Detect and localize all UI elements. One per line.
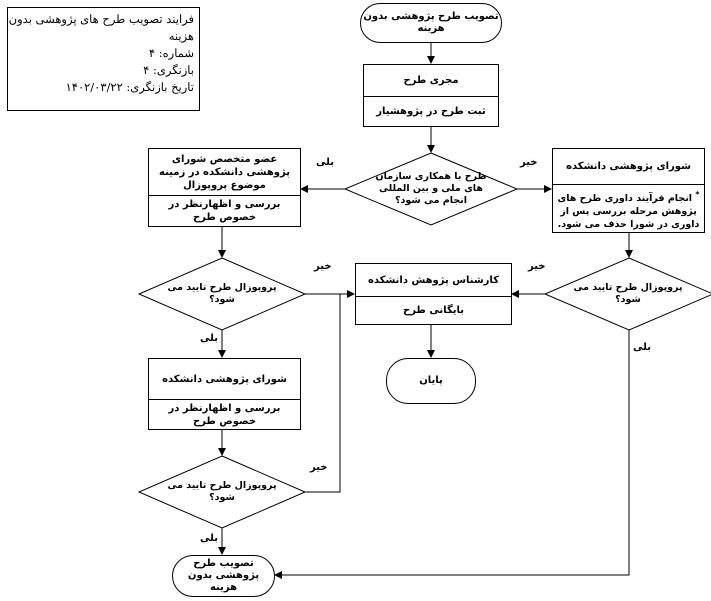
label-no-decision-left-2: خیر (310, 462, 328, 473)
faculty-member-body: بررسی و اظهارنظر در خصوص طرح (149, 195, 300, 226)
arrow-decision-right-to-approve (274, 330, 630, 579)
decision-diamond-cooperation (343, 152, 519, 226)
executor-box: مجری طرح ثبت طرح در پژوهشیار (363, 64, 499, 127)
research-council-left-body: بررسی و اظهارنظر در خصوص طرح (149, 399, 300, 429)
research-council-right-title: شورای پژوهشی دانشکده (566, 161, 691, 172)
label-no-decision-left-1: خیر (314, 261, 332, 272)
decision-cooperation-text: طرح با همکاری سازمان های ملی و بین الملل… (375, 171, 487, 206)
label-no-cooperation: خیر (520, 157, 538, 168)
label-no-decision-right: خیر (528, 261, 546, 272)
arrow-decision-left-2-to-junction (305, 294, 341, 493)
expert-body: بایگانی طرح (356, 296, 511, 324)
label-yes-decision-left-1: بلی (200, 333, 218, 344)
research-council-right-body: * انجام فرآیند داوری طرح های پژوهش مرحله… (553, 184, 704, 232)
research-council-right-body-text: * انجام فرآیند داوری طرح های پژوهش مرحله… (557, 188, 700, 231)
faculty-member-box: عضو متخصص شورای پژوهشی دانشکده در زمینه … (148, 148, 301, 227)
decision-right-text: پروپوزال طرح تایید می شود؟ (573, 282, 683, 305)
decision-left-1-text: پروپوزال طرح تایید می شود؟ (167, 282, 277, 305)
asterisk-mark: * (695, 190, 700, 199)
info-title-line-1: فرایند تصویب طرح های پژوهشی بدون (8, 12, 194, 26)
approve-terminal: تصویب طرح پژوهشی بدون هزینه (172, 555, 275, 597)
research-council-left-box: شورای پژوهشی دانشکده بررسی و اظهارنظر در… (148, 358, 301, 430)
research-council-right-body-content: انجام فرآیند داوری طرح های پژوهش مرحله ب… (557, 193, 700, 231)
executor-body: ثبت طرح در پژوهشیار (364, 96, 498, 126)
info-title-line-2: هزینه (168, 29, 194, 43)
decision-left-2-text: پروپوزال طرح تایید می شود؟ (167, 480, 277, 503)
executor-title: مجری طرح (403, 75, 459, 86)
faculty-member-title: عضو متخصص شورای پژوهشی دانشکده در زمینه … (159, 153, 290, 191)
process-info-box: فرایند تصویب طرح های پژوهشی بدون هزینه ش… (7, 7, 200, 111)
start-terminal: تصویب طرح پژوهشی بدون هزینه (360, 3, 502, 43)
end-terminal: پایان (386, 358, 476, 404)
research-council-right-box: شورای پژوهشی دانشکده * انجام فرآیند داور… (552, 148, 705, 233)
label-yes-decision-left-2: بلی (200, 533, 218, 544)
info-revision-date: تاریخ بازنگری: ۱۴۰۲/۰۳/۲۲ (65, 80, 194, 94)
expert-title: کارشناس پژوهش دانشکده (368, 274, 500, 286)
label-yes-cooperation: بلی (316, 157, 334, 168)
info-revision: بازنگری: ۴ (143, 63, 194, 77)
start-terminal-label: تصویب طرح پژوهشی بدون هزینه (363, 11, 499, 34)
research-council-left-title: شورای پژوهشی دانشکده (162, 373, 287, 385)
label-yes-decision-right: بلی (633, 342, 651, 353)
info-number: شماره: ۴ (148, 46, 194, 60)
end-terminal-label: پایان (419, 375, 443, 386)
approve-terminal-label: تصویب طرح پژوهشی بدون هزینه (187, 558, 260, 593)
expert-box: کارشناس پژوهش دانشکده بایگانی طرح (355, 263, 512, 325)
